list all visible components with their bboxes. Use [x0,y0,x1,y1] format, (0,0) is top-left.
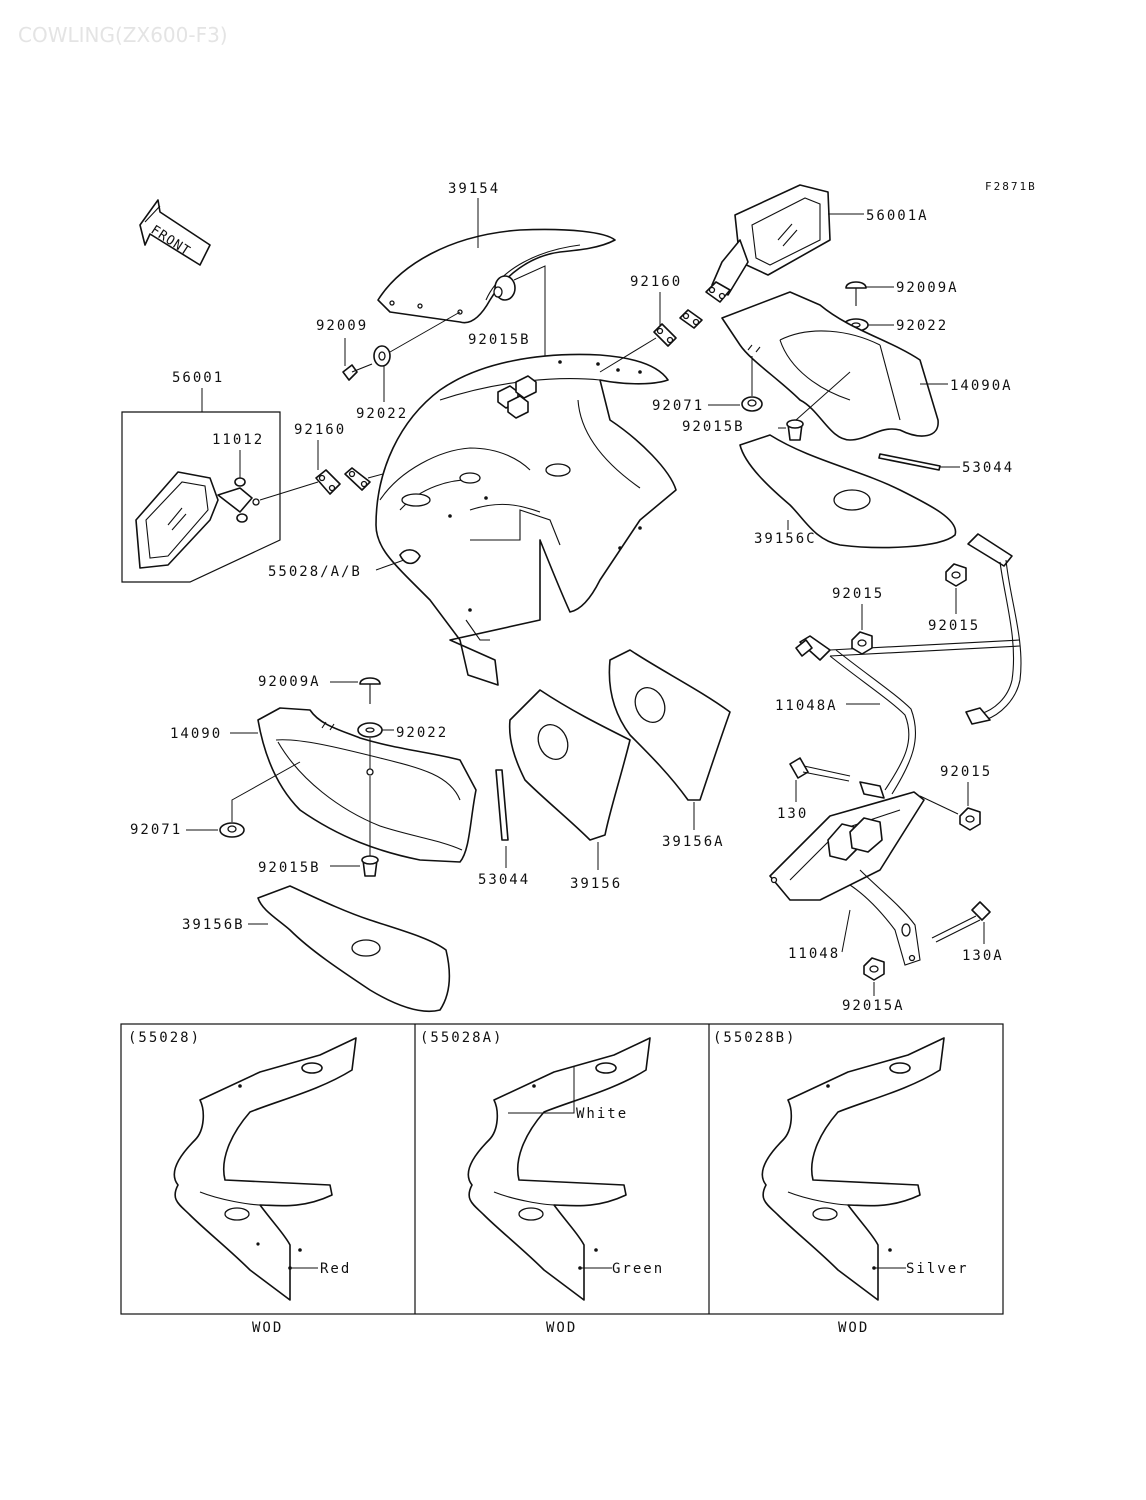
mirror-56001-box [121,411,281,583]
plate-92160-left [315,467,371,495]
figure-code: F2871B [985,180,1037,193]
screw-92009 [342,363,373,381]
grommet-92015B-top [786,419,804,441]
screw-92009A-top [845,281,867,306]
variant-color: Silver [906,1261,969,1277]
label-92022-left: 92022 [356,406,408,422]
grommet-92071-left [219,822,245,838]
upper-cowl-55028 [375,353,677,686]
variant-extra-color: White [576,1106,628,1122]
label-92015-a: 92015 [832,586,884,602]
label-39156C: 39156C [754,531,817,547]
label-92015B-center: 92015B [468,332,531,348]
inner-panel-14090A [721,291,939,441]
label-11012: 11012 [212,432,264,448]
label-92015B-top: 92015B [682,419,745,435]
label-130A: 130A [962,948,1004,964]
windshield-part [377,228,616,324]
inner-panel-14090 [257,707,477,863]
variant-panel-55028B: (55028B) Silver [713,1030,969,1301]
mirror-56001-part [135,471,260,569]
label-92009A-top: 92009A [896,280,959,296]
label-53044-top: 53044 [962,460,1014,476]
rod-53044-mid [495,769,509,841]
pad-39156A [608,649,731,801]
variant-code: (55028) [128,1030,201,1046]
bolt-130 [789,757,851,782]
label-92022-mid: 92022 [396,725,448,741]
variant-market-3: WOD [838,1320,869,1336]
label-92015-b: 92015 [928,618,980,634]
label-92015B-left: 92015B [258,860,321,876]
label-92071-top: 92071 [652,398,704,414]
grommet-92015B-center [493,275,516,301]
bolt-130A [931,901,991,943]
label-39156B: 39156B [182,917,245,933]
label-14090: 14090 [170,726,222,742]
screw-92009A-left [359,677,381,704]
plate-92160-top [653,309,703,347]
label-39156: 39156 [570,876,622,892]
label-92015A: 92015A [842,998,905,1014]
label-11048A: 11048A [775,698,838,714]
front-arrow-icon: FRONT [139,199,211,266]
label-14090A: 14090A [950,378,1013,394]
rod-53044-top [878,453,941,471]
label-92022-top: 92022 [896,318,948,334]
label-11048: 11048 [788,946,840,962]
label-92071-left: 92071 [130,822,182,838]
mirror-56001A-part [705,184,831,303]
variant-table [120,1023,1004,1315]
label-56001A: 56001A [866,208,929,224]
pad-39156C [739,434,957,549]
label-55028AB: 55028/A/B [268,564,362,580]
stay-11048A-part [795,533,1022,799]
nut-92015-a [851,631,873,655]
label-92160-left: 92160 [294,422,346,438]
label-39154: 39154 [448,181,500,197]
label-130: 130 [777,806,808,822]
variant-code: (55028B) [713,1030,796,1046]
label-92009: 92009 [316,318,368,334]
grommet-92015B-left [361,855,379,877]
label-92160-top: 92160 [630,274,682,290]
label-92015-c: 92015 [940,764,992,780]
stay-11048-part [769,791,925,966]
variant-frame [120,1023,1004,1315]
variant-market-2: WOD [546,1320,577,1336]
grommet-92071-top [741,396,763,412]
pad-39156 [508,689,631,841]
variant-market-1: WOD [252,1320,283,1336]
variant-panel-55028: (55028) Red [128,1030,357,1301]
washer-92022-left [373,345,391,367]
nut-92015A [863,957,885,981]
nut-92015-c [959,807,981,831]
variant-panel-55028A: (55028A) White Green [420,1030,664,1301]
variant-color: Green [612,1261,664,1277]
label-56001: 56001 [172,370,224,386]
nut-92015-b [945,563,967,587]
variant-code: (55028A) [420,1030,503,1046]
label-53044-mid: 53044 [478,872,530,888]
variant-color: Red [320,1261,351,1277]
diagram-title: COWLING(ZX600-F3) [18,23,228,47]
label-92009A-left: 92009A [258,674,321,690]
washer-92022-mid [357,722,383,738]
label-39156A: 39156A [662,834,725,850]
pad-39156B [257,885,451,1013]
